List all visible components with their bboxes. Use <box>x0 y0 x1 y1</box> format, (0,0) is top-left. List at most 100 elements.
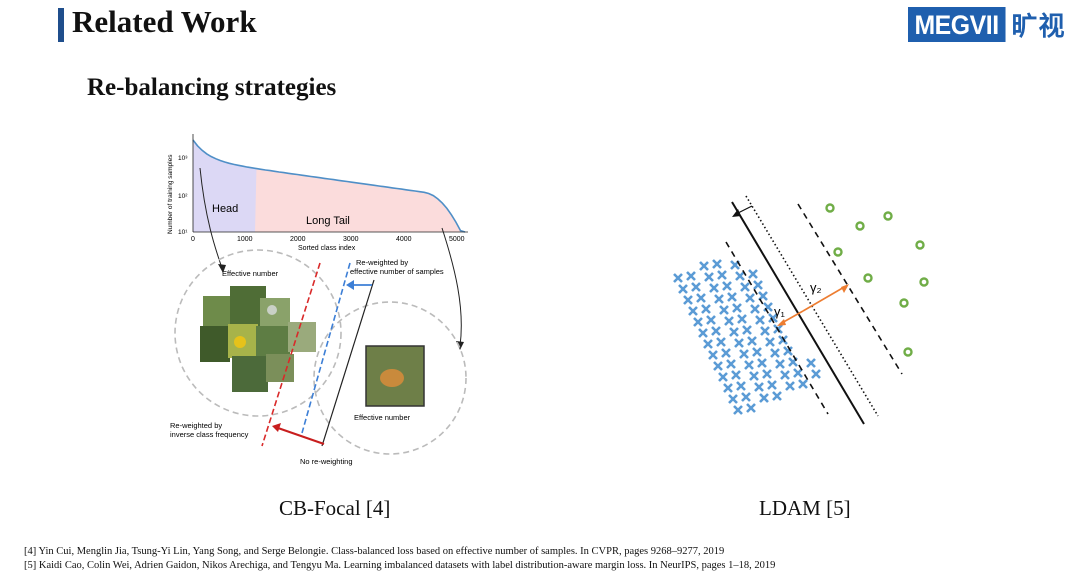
x-marker <box>760 326 770 336</box>
slide-title: Related Work <box>72 4 257 39</box>
x-marker <box>729 327 739 337</box>
arrowhead <box>456 341 464 350</box>
no-reweighting-label: No re-weighting <box>300 457 353 466</box>
x-marker <box>722 281 732 291</box>
red-arrow <box>277 427 325 445</box>
logo-chinese-text: 旷视 <box>1011 11 1066 42</box>
x-marker <box>686 271 696 281</box>
arrowhead <box>272 423 281 432</box>
x-marker <box>711 326 721 336</box>
x-marker <box>736 381 746 391</box>
y-axis-label: Number of training samples <box>167 154 174 234</box>
long-tail-chart: 10³ 10² 10¹ 0 1000 2000 3000 4000 5000 S… <box>167 134 468 252</box>
x-tick-label: 5000 <box>449 236 465 243</box>
x-marker <box>765 337 775 347</box>
x-marker <box>752 347 762 357</box>
logo-text: MEGVII <box>908 6 1006 42</box>
x-marker <box>806 358 816 368</box>
x-marker <box>718 372 728 382</box>
x-marker <box>719 305 729 315</box>
y-tick-label: 10² <box>178 193 188 200</box>
x-marker <box>793 368 803 378</box>
x-marker <box>728 394 738 404</box>
cb-focal-caption: CB-Focal [4] <box>279 496 391 520</box>
x-marker <box>739 349 749 359</box>
o-marker <box>833 247 843 257</box>
x-marker <box>767 380 777 390</box>
x-marker <box>763 302 773 312</box>
x-tick-label: 0 <box>191 236 195 243</box>
x-marker <box>713 361 723 371</box>
ldam-figure: γ₁ γ₂ <box>673 195 929 425</box>
o-marker <box>825 203 835 213</box>
x-marker <box>770 348 780 358</box>
black-boundary <box>321 279 375 447</box>
x-marker <box>811 369 821 379</box>
references: [4] Yin Cui, Menglin Jia, Tsung-Yi Lin, … <box>24 545 775 573</box>
x-marker <box>688 306 698 316</box>
x-marker <box>709 283 719 293</box>
megvii-logo: MEGVII 旷视 <box>908 6 1066 42</box>
reference-item: [4] Yin Cui, Menglin Jia, Tsung-Yi Lin, … <box>24 546 725 557</box>
x-tick-label: 3000 <box>343 236 359 243</box>
x-marker <box>735 271 745 281</box>
arrowhead <box>218 264 226 273</box>
left-margin-line <box>725 241 829 415</box>
title-accent-bar <box>58 8 64 42</box>
tail-region <box>255 168 465 232</box>
gamma1-label: γ₁ <box>774 304 786 319</box>
x-marker <box>745 293 755 303</box>
arrowhead <box>346 280 354 290</box>
x-marker <box>706 315 716 325</box>
x-marker <box>691 282 701 292</box>
x-marker <box>712 259 722 269</box>
gamma2-margin-arrow <box>802 285 847 312</box>
x-marker <box>683 295 693 305</box>
x-marker <box>704 272 714 282</box>
arrowhead <box>841 284 849 293</box>
x-marker <box>716 337 726 347</box>
x-marker <box>775 359 785 369</box>
gamma2-label: γ₂ <box>810 280 822 295</box>
tail-circle <box>313 301 467 455</box>
x-tick-label: 1000 <box>237 236 253 243</box>
x-marker <box>757 358 767 368</box>
x-marker <box>762 369 772 379</box>
arrowhead <box>732 209 741 217</box>
x-marker <box>714 294 724 304</box>
x-marker <box>673 273 683 283</box>
x-marker <box>734 338 744 348</box>
section-subtitle: Re-balancing strategies <box>87 74 337 101</box>
reweighted-inverse-label: Re-weighted by inverse class frequency <box>170 421 249 439</box>
tail-image <box>365 345 425 407</box>
x-marker <box>699 261 709 271</box>
x-marker <box>724 316 734 326</box>
x-marker <box>742 325 752 335</box>
x-marker <box>723 383 733 393</box>
o-marker <box>863 273 873 283</box>
reweighted-effective-label: Re-weighted by effective number of sampl… <box>350 258 444 276</box>
right-margin-line <box>797 203 903 375</box>
o-marker <box>919 277 929 287</box>
x-marker <box>783 346 793 356</box>
head-region <box>193 140 260 232</box>
x-marker <box>703 339 713 349</box>
x-tick-label: 2000 <box>290 236 306 243</box>
x-marker <box>740 282 750 292</box>
x-marker <box>750 304 760 314</box>
y-tick-label: 10³ <box>178 155 188 162</box>
tail-arrow <box>441 227 462 347</box>
x-marker <box>785 381 795 391</box>
x-marker <box>749 371 759 381</box>
x-marker <box>693 317 703 327</box>
x-marker <box>701 304 711 314</box>
class-x-markers <box>673 259 821 415</box>
cb-focal-figure: 10³ 10² 10¹ 0 1000 2000 3000 4000 5000 S… <box>167 134 468 466</box>
x-marker <box>741 392 751 402</box>
x-marker <box>753 280 763 290</box>
x-marker <box>678 284 688 294</box>
x-marker <box>748 269 758 279</box>
x-marker <box>696 293 706 303</box>
y-tick-label: 10¹ <box>178 229 188 236</box>
x-marker <box>747 336 757 346</box>
